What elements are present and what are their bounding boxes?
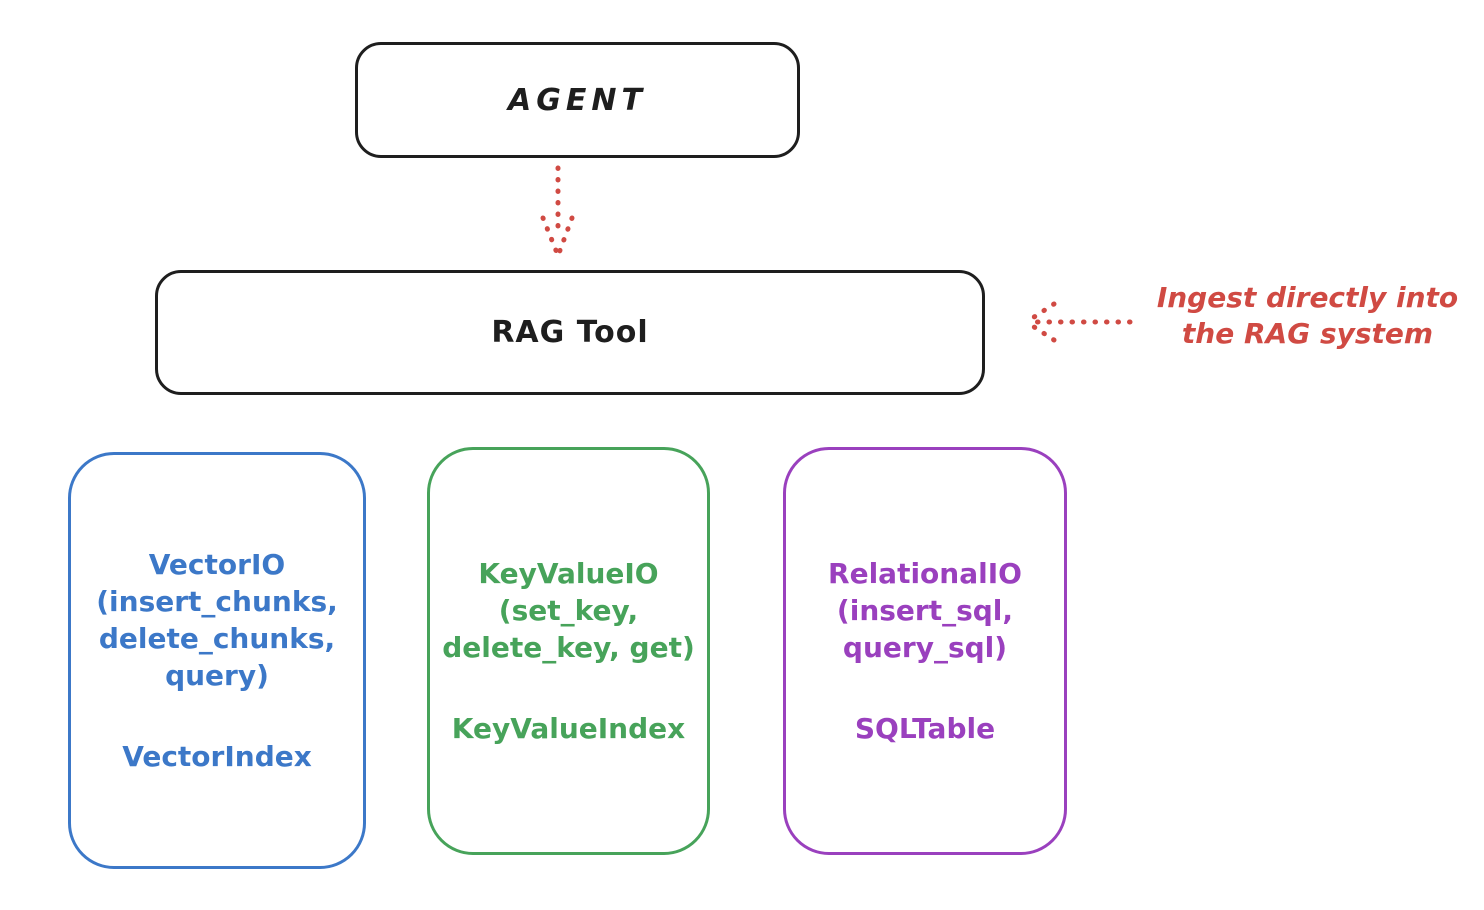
relational-io-box: RelationalIO (insert_sql, query_sql) SQL… [783,447,1067,855]
vector-io-line: (insert_chunks, [96,585,338,618]
vector-io-line: query) [165,659,269,692]
vector-io-line: delete_chunks, [98,622,336,655]
keyvalue-io-title: KeyValueIO (set_key, delete_key, get) [442,555,695,666]
keyvalue-io-line: KeyValueIO [478,557,659,590]
keyvalue-io-line: delete_key, get) [442,631,695,664]
relational-io-line: RelationalIO [828,557,1022,590]
rag-tool-box: RAG Tool [155,270,985,395]
vector-io-line: VectorIO [148,548,286,581]
relational-io-line: query_sql) [842,631,1008,664]
vector-io-title: VectorIO (insert_chunks, delete_chunks, … [96,546,338,694]
ingest-dotted-arrow-icon [1025,301,1133,343]
relational-io-title: RelationalIO (insert_sql, query_sql) [828,555,1022,666]
ingest-annotation-line2: the RAG system [1181,317,1434,350]
keyvalue-io-box: KeyValueIO (set_key, delete_key, get) Ke… [427,447,710,855]
agent-box: AGENT [355,42,800,158]
ingest-annotation: Ingest directly into the RAG system [1135,280,1480,352]
ingest-annotation-line1: Ingest directly into [1156,281,1459,314]
agent-box-label: AGENT [508,82,647,118]
vector-io-box: VectorIO (insert_chunks, delete_chunks, … [68,452,366,869]
agent-to-rag-dotted-arrow-icon [540,165,575,256]
vector-index-label: VectorIndex [122,740,312,773]
sql-table-label: SQLTable [854,712,996,745]
rag-tool-box-label: RAG Tool [491,315,649,350]
keyvalue-index-label: KeyValueIndex [451,712,686,745]
keyvalue-io-line: (set_key, [498,594,639,627]
relational-io-line: (insert_sql, [836,594,1014,627]
